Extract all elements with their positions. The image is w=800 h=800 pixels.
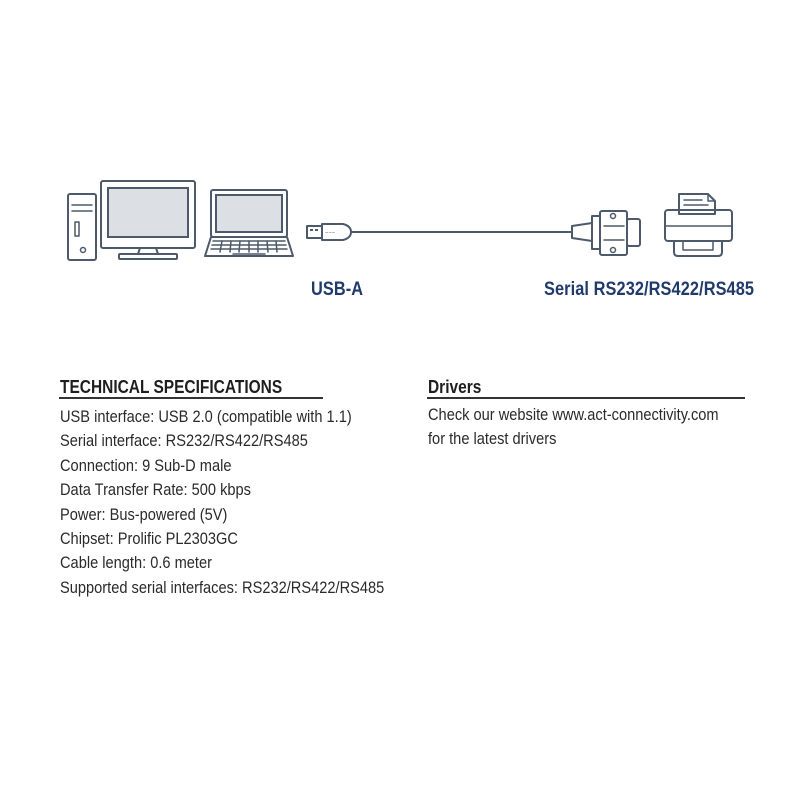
svg-text:~~~: ~~~ xyxy=(325,230,335,235)
drivers-heading: Drivers xyxy=(428,377,482,397)
specs-list: USB interface: USB 2.0 (compatible with … xyxy=(60,405,437,600)
spec-item: Connection: 9 Sub-D male xyxy=(60,455,232,475)
specs-heading: TECHNICAL SPECIFICATIONS xyxy=(60,377,283,397)
specs-divider xyxy=(59,397,323,399)
spec-item: USB interface: USB 2.0 (compatible with … xyxy=(60,407,352,426)
drivers-divider xyxy=(427,397,745,399)
spec-item: Supported serial interfaces: RS232/RS422… xyxy=(60,577,385,597)
usb-a-label: USB-A xyxy=(311,279,364,300)
spec-item: Serial interface: RS232/RS422/RS485 xyxy=(60,431,308,451)
drivers-line: for the latest drivers xyxy=(428,429,557,449)
serial-label: Serial RS232/RS422/RS485 xyxy=(544,279,755,300)
spec-item: Cable length: 0.6 meter xyxy=(60,553,212,573)
printer-icon xyxy=(664,193,733,257)
spec-item: Data Transfer Rate: 500 kbps xyxy=(60,480,251,500)
drivers-line: Check our website www.act-connectivity.c… xyxy=(428,405,719,424)
db9-serial-connector-icon xyxy=(571,210,641,256)
spec-item: Power: Bus-powered (5V) xyxy=(60,504,228,524)
laptop-icon xyxy=(204,189,294,257)
spec-item: Chipset: Prolific PL2303GC xyxy=(60,529,238,549)
drivers-text: Check our website www.act-connectivity.c… xyxy=(428,403,766,452)
desktop-tower-icon xyxy=(67,193,97,261)
monitor-icon xyxy=(100,180,196,260)
usb-a-plug-icon: ~~~ xyxy=(306,223,352,241)
